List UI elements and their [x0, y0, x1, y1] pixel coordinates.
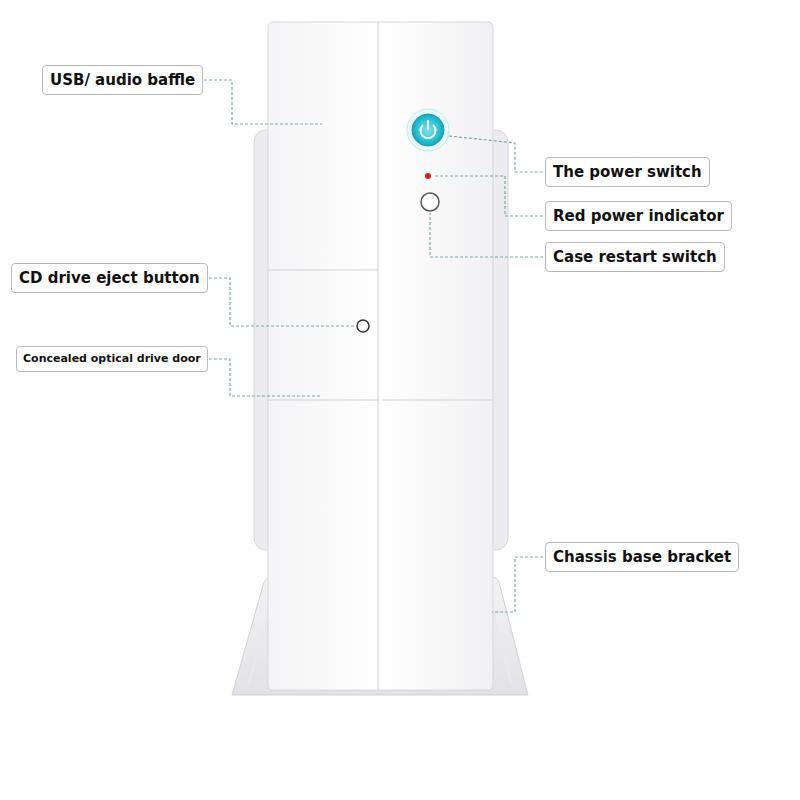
- callout-box: Case restart switch: [545, 242, 725, 272]
- leader-line: [209, 359, 322, 396]
- eject-button: [357, 320, 369, 332]
- callout-box: CD drive eject button: [11, 263, 208, 293]
- callout-text: CD drive eject button: [19, 269, 200, 287]
- callout-box: The power switch: [545, 157, 710, 187]
- panel-seam: [268, 270, 378, 271]
- panel-highlight: [380, 24, 382, 688]
- leader-line: [433, 176, 543, 216]
- callout-box: Concealed optical drive door: [16, 346, 208, 372]
- power-symbol: [427, 121, 429, 129]
- callout-box: USB/ audio baffle: [42, 65, 203, 95]
- red-indicator: [425, 173, 431, 179]
- callout-text: Chassis base bracket: [553, 548, 731, 566]
- leader-line: [204, 80, 322, 124]
- leader-line: [492, 557, 543, 612]
- callout-text: USB/ audio baffle: [50, 71, 195, 89]
- callout-box: Chassis base bracket: [545, 542, 739, 572]
- callout-text: The power switch: [553, 163, 702, 181]
- callout-text: Concealed optical drive door: [23, 352, 201, 365]
- power-switch-ring: [407, 109, 449, 151]
- power-switch: [412, 114, 444, 146]
- restart-switch: [421, 193, 439, 211]
- panel-seam: [378, 22, 379, 690]
- callout-box: Red power indicator: [545, 201, 732, 231]
- callout-text: Case restart switch: [553, 248, 717, 266]
- callout-text: Red power indicator: [553, 207, 724, 225]
- case-front: [268, 22, 493, 690]
- leader-line: [449, 136, 543, 172]
- leader-line: [209, 278, 355, 326]
- leader-line: [430, 213, 543, 257]
